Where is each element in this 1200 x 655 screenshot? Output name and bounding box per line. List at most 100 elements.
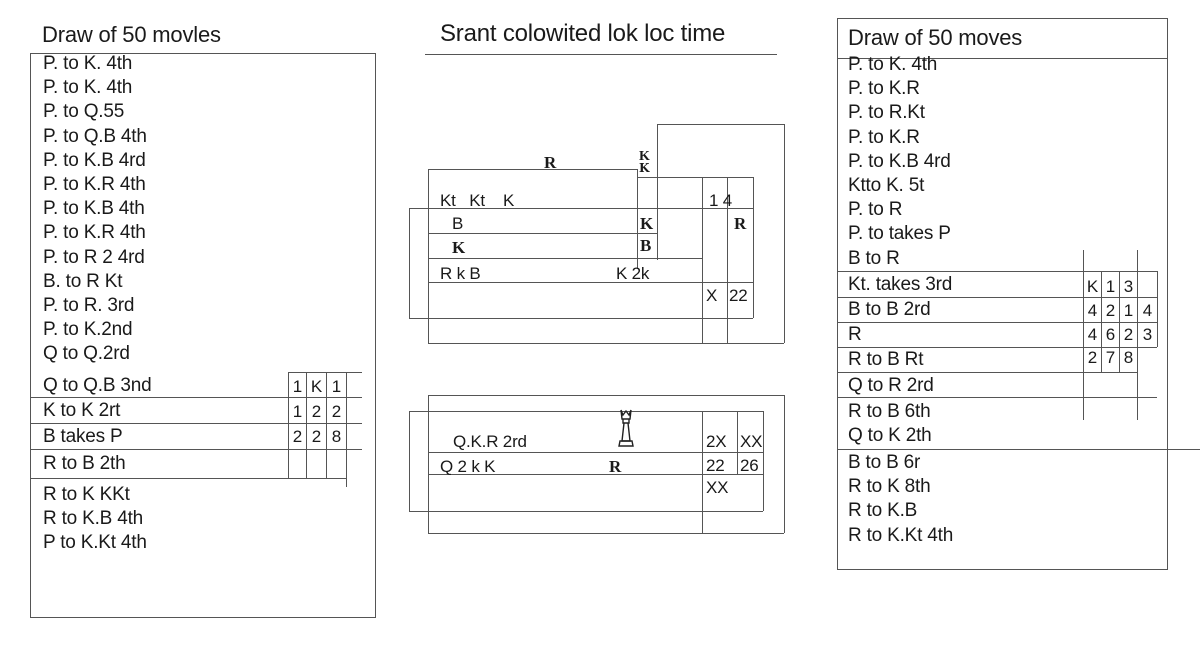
move-row: Q to Q.B 3nd [43, 375, 152, 396]
move-row: P. to K.B 4th [43, 198, 145, 220]
grid-cell: 8 [331, 427, 342, 446]
grid-cell: 2 [311, 402, 322, 421]
grid-line [306, 372, 307, 478]
grid-line [1119, 271, 1120, 372]
diagram-row-label: K 2k [616, 264, 650, 283]
diagram-line [657, 177, 658, 260]
grid-line [326, 372, 327, 478]
grid-line [1101, 271, 1102, 372]
grid-cell: 2 [1087, 348, 1098, 367]
divider [837, 271, 1157, 272]
diagram-cell: 26 [740, 456, 759, 475]
move-row: R to B 2th [43, 453, 126, 474]
rook-label: R [544, 153, 557, 172]
diagram-line [657, 124, 784, 125]
divider [30, 397, 362, 398]
move-row: P. to K.R 4th [43, 174, 146, 196]
grid-cell: 3 [1123, 277, 1134, 296]
right-sheet-heading: Draw of 50 moves [848, 25, 1023, 50]
divider [837, 372, 1137, 373]
move-row: Q to R 2rd [848, 375, 934, 396]
diagram-line [428, 395, 784, 396]
queen-piece-icon [618, 409, 634, 447]
move-row: P. to K. 4th [848, 54, 938, 75]
diagram-cell: 2X [706, 432, 727, 451]
grid-cell: 1 [292, 377, 303, 396]
diagram-row-label: Q.K.R 2rd [453, 432, 527, 451]
divider [837, 322, 1157, 323]
diagram-line [409, 411, 410, 511]
divider [837, 297, 1157, 298]
move-row: B. to R Kt [43, 270, 123, 292]
diagram-piece: K [640, 214, 654, 233]
diagram-line [702, 177, 703, 343]
move-row: R [848, 324, 862, 345]
divider [837, 397, 1157, 398]
move-row: P. to R [848, 199, 903, 221]
diagram-line [763, 411, 764, 511]
move-row: P. to K.R [848, 126, 920, 148]
diagram-piece: K [452, 238, 466, 257]
diagram-line [409, 208, 410, 318]
move-row: Kt. takes 3rd [848, 274, 953, 295]
diagram-cell: X [706, 286, 718, 305]
divider [30, 478, 346, 479]
grid-cell: 1 [292, 402, 303, 421]
grid-cell: 1 [331, 377, 342, 396]
grid-cell: 3 [1142, 325, 1153, 344]
left-sheet-frame [30, 53, 376, 618]
diagram-cell: 22 [729, 286, 748, 305]
grid-line [288, 372, 289, 478]
move-row: R to B 6th [848, 401, 931, 422]
diagram-line [753, 177, 754, 318]
diagram-line [409, 318, 753, 319]
diagram-line [737, 411, 738, 474]
grid-cell: 6 [1105, 325, 1116, 344]
diagram-line [657, 124, 658, 177]
grid-cell: 8 [1123, 348, 1134, 367]
diagram-row-label: Kt Kt K [440, 191, 515, 210]
grid-cell: K [1086, 277, 1099, 296]
grid-cell: 2 [1105, 301, 1116, 320]
move-row: P. to K. 4th [43, 77, 133, 99]
move-row: B takes P [43, 426, 123, 447]
king-label: K [639, 149, 650, 164]
move-row: R to K.B 4th [43, 508, 144, 530]
diagram-line [637, 169, 638, 269]
king-icon: K [639, 161, 650, 175]
move-row: R to B Rt [848, 349, 924, 370]
diagram-line [428, 533, 784, 534]
grid-cell: 4 [1087, 325, 1098, 344]
move-row: P. to R 2 4rd [43, 246, 145, 268]
move-row: P. to Q.B 4th [43, 125, 147, 147]
diagram-cell: XX [740, 432, 763, 451]
diagram-row-label: R k B [440, 264, 481, 283]
diagram-line [428, 233, 657, 234]
grid-line [1137, 250, 1138, 420]
grid-cell: 1 [1123, 301, 1134, 320]
move-row: B to B 6r [848, 452, 921, 473]
grid-cell: 4 [1142, 301, 1153, 320]
move-row: P. to R.Kt [848, 102, 925, 124]
diagram-cell: XX [706, 478, 729, 497]
move-row: Ktto K. 5t [848, 175, 925, 197]
right-sheet-frame [837, 18, 1168, 570]
diagram-cell: 22 [706, 456, 725, 475]
divider [837, 58, 1168, 59]
diagram-line [428, 395, 429, 533]
grid-cell: 7 [1105, 348, 1116, 367]
diagram-line [428, 343, 784, 344]
diagram-line [637, 177, 753, 178]
diagram-line [409, 511, 763, 512]
move-row: R to K.Kt 4th [848, 524, 954, 546]
left-sheet-heading: Draw of 50 movles [42, 22, 221, 47]
move-row: P. to K.B 4rd [848, 150, 951, 172]
title-underline [425, 54, 777, 55]
diagram-piece: B [640, 236, 652, 255]
left-moves-top: P. to K. 4th P. to K. 4th P. to Q.55 P. … [43, 52, 147, 367]
page-title: Srant colowited lok loc time [440, 20, 726, 47]
diagram-line [784, 395, 785, 533]
divider [837, 347, 1157, 348]
move-row: R to K 8th [848, 476, 931, 498]
diagram-line [727, 177, 728, 343]
